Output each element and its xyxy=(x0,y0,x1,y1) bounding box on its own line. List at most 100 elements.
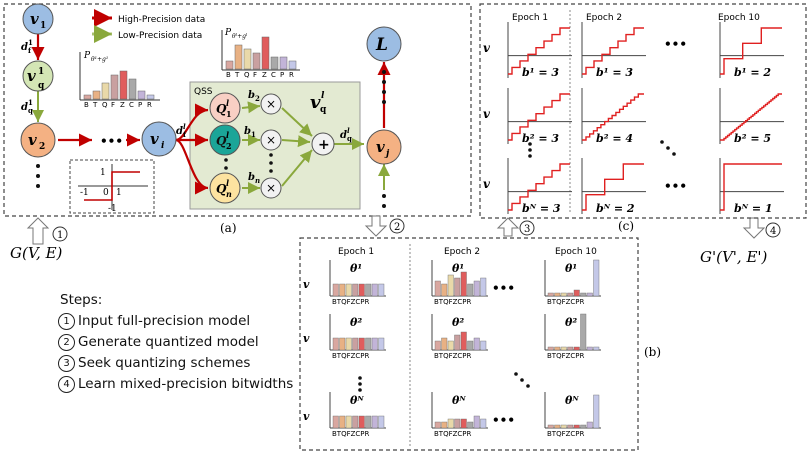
panel-b-ellipsis: ••• xyxy=(492,281,515,295)
panel-b-ticks: BTQFZCPR xyxy=(332,430,370,438)
edge-label-dlq: d xyxy=(340,130,347,141)
quantizer-staircase xyxy=(508,93,570,141)
panel-b-row-label: v xyxy=(303,332,310,345)
node-qn xyxy=(209,172,241,204)
step-4-text: Learn mixed-precision bitwidths xyxy=(78,376,294,392)
theta-bar xyxy=(447,418,454,429)
theta-bar xyxy=(580,424,587,429)
panel-b-epoch: Epoch 1 xyxy=(338,247,374,257)
theta-bar xyxy=(554,346,561,351)
theta-bar xyxy=(434,280,441,297)
panel-c-row-label: v xyxy=(483,177,491,191)
bitwidth-label: b¹ = 2 xyxy=(734,66,771,79)
theta-bar xyxy=(378,283,385,297)
theta-label: θ² xyxy=(452,316,464,329)
theta-bar xyxy=(345,283,352,297)
panel-b-ticks: BTQFZCPR xyxy=(547,430,585,438)
branch-b1: b xyxy=(244,126,251,137)
flow-arrows xyxy=(26,215,766,245)
panel-c-epoch: Epoch 10 xyxy=(718,13,760,23)
mini-chart-2-tick: F xyxy=(253,71,257,79)
mini-chart-1-tick: B xyxy=(84,101,89,109)
mini-chart-2-bar xyxy=(225,60,234,70)
theta-bar xyxy=(441,337,448,351)
step-2-text: Generate quantized model xyxy=(78,334,259,350)
mini-chart-2-tick: Z xyxy=(262,71,267,79)
quantizer-staircase xyxy=(508,163,570,211)
theta-bar xyxy=(378,337,385,351)
bitwidth-label: bᴺ = 2 xyxy=(596,202,635,215)
theta-bar xyxy=(467,421,474,429)
graph-nodes xyxy=(20,3,402,204)
theta-bar xyxy=(560,292,567,297)
svg-text:2: 2 xyxy=(226,141,232,151)
theta-bar xyxy=(473,280,480,297)
theta-bar xyxy=(454,418,461,429)
mini-chart-1-tick: F xyxy=(111,101,115,109)
panel-b-row-label: v xyxy=(303,278,310,291)
theta-bar xyxy=(460,418,467,429)
quantizer-staircase xyxy=(720,93,782,141)
qss-output-label: v xyxy=(310,92,321,113)
panel-b-ticks: BTQFZCPR xyxy=(547,298,585,306)
theta-bar xyxy=(371,283,378,297)
node-L xyxy=(366,26,402,62)
times-2-label: × xyxy=(266,133,276,147)
theta-label: θ² xyxy=(565,316,577,329)
branch-bn: b xyxy=(248,172,255,183)
graph-g-output: G'(V', E') xyxy=(700,248,768,266)
panel-b-ticks: BTQFZCPR xyxy=(434,352,472,360)
node-v1q-label: v xyxy=(27,67,36,85)
svg-text:q: q xyxy=(38,81,45,91)
panel-b-label: (b) xyxy=(644,345,661,359)
mini-chart-2-bar xyxy=(252,52,261,70)
svg-text:n: n xyxy=(226,189,232,199)
circle-numbers: 1 2 3 4 xyxy=(52,218,781,242)
bitwidth-label: b² = 5 xyxy=(734,132,771,145)
step-function-inset: 1 -1 0 1 -1 xyxy=(69,159,155,214)
theta-bar xyxy=(339,283,346,297)
times-2 xyxy=(260,129,282,151)
panel-c-label: (c) xyxy=(618,219,634,233)
panel-b-row-label: v xyxy=(303,410,310,423)
panel-c-ellipsis: ••• xyxy=(664,179,687,193)
panel-b-ticks: BTQFZCPR xyxy=(332,298,370,306)
theta-bar xyxy=(573,289,580,297)
theta-bar xyxy=(580,313,587,351)
theta-bar xyxy=(434,421,441,429)
times-n-label: × xyxy=(266,181,276,195)
theta-bar xyxy=(352,283,359,297)
panel-a-label: (a) xyxy=(220,221,237,235)
mini-chart-1-bar xyxy=(146,94,155,100)
panel-b-epoch: Epoch 10 xyxy=(555,247,597,257)
vertical-dots xyxy=(36,70,386,208)
svg-text:j: j xyxy=(384,149,390,159)
panel-c-row-label: v xyxy=(483,107,491,121)
theta-bar xyxy=(480,340,487,351)
panel-c-epoch: Epoch 2 xyxy=(586,13,622,23)
mini-chart-1-bar xyxy=(119,70,128,100)
mini-chart-2-ylabel: P xyxy=(224,28,232,38)
quantizer-staircase xyxy=(508,27,570,75)
node-v1q xyxy=(22,60,54,92)
theta-bar xyxy=(480,277,487,297)
node-L-label: L xyxy=(375,35,388,55)
theta-bar xyxy=(339,337,346,351)
theta-bar xyxy=(365,283,372,297)
svg-text:i: i xyxy=(161,141,165,151)
node-v2-label: v xyxy=(28,131,37,149)
theta-label: θ¹ xyxy=(350,262,362,275)
plus-node xyxy=(311,132,335,156)
panel-b-ticks: BTQFZCPR xyxy=(434,298,472,306)
theta-bar xyxy=(567,346,574,351)
mini-chart-2-tick: C xyxy=(271,71,276,79)
quantizer-staircase xyxy=(582,163,644,211)
mini-chart-1-tick: P xyxy=(138,101,142,109)
panel-b-frame xyxy=(299,237,639,451)
theta-bar xyxy=(593,346,600,351)
mini-chart-2-bar xyxy=(270,56,279,70)
svg-text:1: 1 xyxy=(251,130,256,139)
svg-text:l: l xyxy=(183,122,186,131)
